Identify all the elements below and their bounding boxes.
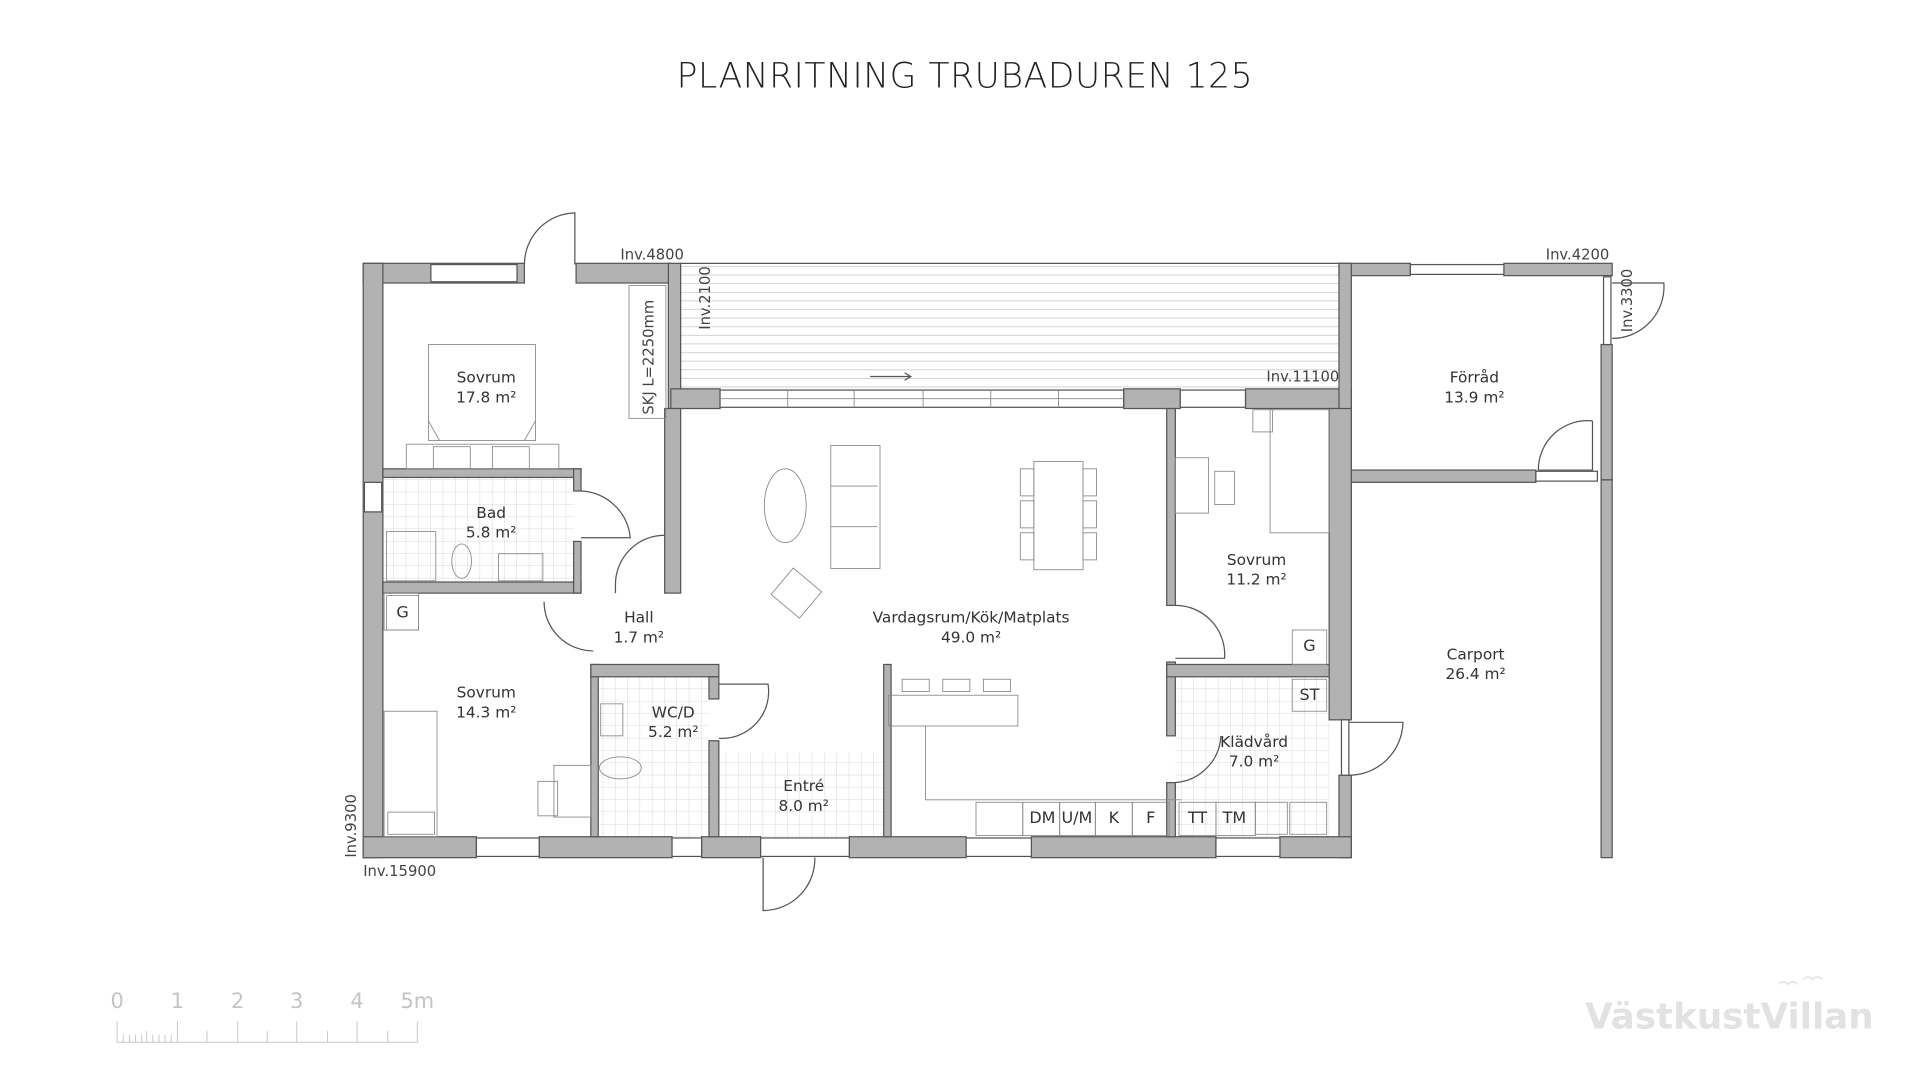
appliance-st: ST: [1300, 685, 1320, 704]
room-area: 11.2 m²: [1226, 570, 1286, 588]
appliance-um: U/M: [1061, 808, 1092, 827]
dim-inv11100: Inv.11100: [1266, 368, 1339, 385]
entre-tiles: [718, 753, 884, 837]
room-name: Vardagsrum/Kök/Matplats: [873, 609, 1070, 627]
scale-bar: 0 1 2 3 4 5m: [110, 989, 435, 1043]
room-name: Carport: [1447, 646, 1505, 664]
room-area: 7.0 m²: [1229, 753, 1279, 771]
kladvard-tiles: [1175, 676, 1330, 837]
dim-inv2100: Inv.2100: [697, 266, 714, 330]
room-area: 5.2 m²: [648, 723, 698, 741]
dimension-labels: Inv.4800 Inv.2100 Inv.11100 Inv.4200 Inv…: [343, 247, 1636, 880]
appliance-tt: TT: [1187, 808, 1207, 827]
terrace-deck: [680, 263, 1339, 389]
bird-icon: [1777, 976, 1824, 986]
scale-label: 0: [110, 989, 123, 1013]
scale-label: 1: [171, 989, 184, 1013]
dim-inv4200: Inv.4200: [1546, 247, 1610, 264]
scale-label: 4: [350, 989, 363, 1013]
room-area: 49.0 m²: [941, 628, 1001, 646]
room-name: Hall: [624, 609, 654, 627]
room-name: Klädvård: [1220, 733, 1288, 751]
room-area: 17.8 m²: [456, 388, 516, 406]
logo: VästkustVillan: [1585, 976, 1874, 1038]
logo-text: VästkustVillan: [1585, 997, 1874, 1038]
dim-inv3300: Inv.3300: [1619, 269, 1636, 333]
arrow-icon: [870, 372, 912, 381]
appliance-tm: TM: [1222, 808, 1247, 827]
room-name: Entré: [783, 777, 824, 795]
room-area: 26.4 m²: [1445, 665, 1505, 683]
dim-inv4800: Inv.4800: [620, 247, 684, 264]
wardrobe-label: SKJ L=2250mm: [641, 300, 658, 415]
walls: [362, 262, 1613, 859]
scale-label: 2: [231, 989, 244, 1013]
room-name: Bad: [476, 504, 506, 522]
dim-inv9300: Inv.9300: [343, 794, 360, 858]
page-title: PLANRITNING TRUBADUREN 125: [677, 56, 1254, 96]
room-name: Förråd: [1450, 369, 1499, 387]
room-name: WC/D: [652, 703, 695, 721]
room-area: 1.7 m²: [614, 628, 664, 646]
dim-inv15900: Inv.15900: [363, 863, 436, 880]
room-name: Sovrum: [457, 369, 516, 387]
appliances: G G ST TT TM DM U/M K F: [386, 595, 1328, 836]
appliance-g2: G: [1303, 636, 1315, 655]
room-area: 14.3 m²: [456, 703, 516, 721]
doors: [523, 212, 1665, 912]
room-labels: Sovrum 17.8 m² Bad 5.8 m² Hall 1.7 m² So…: [456, 369, 1506, 815]
scale-label: 5m: [401, 989, 435, 1013]
room-area: 13.9 m²: [1444, 388, 1504, 406]
room-area: 5.8 m²: [466, 524, 516, 542]
bad-tiles: [382, 477, 574, 583]
appliance-k: K: [1109, 808, 1120, 827]
scale-label: 3: [290, 989, 303, 1013]
wardrobe: [628, 285, 667, 419]
room-area: 8.0 m²: [778, 797, 828, 815]
appliance-f: F: [1146, 808, 1155, 827]
appliance-dm: DM: [1029, 808, 1055, 827]
windows: [363, 263, 1612, 858]
appliance-g1: G: [396, 603, 408, 622]
room-name: Sovrum: [1227, 551, 1286, 569]
room-name: Sovrum: [457, 684, 516, 702]
